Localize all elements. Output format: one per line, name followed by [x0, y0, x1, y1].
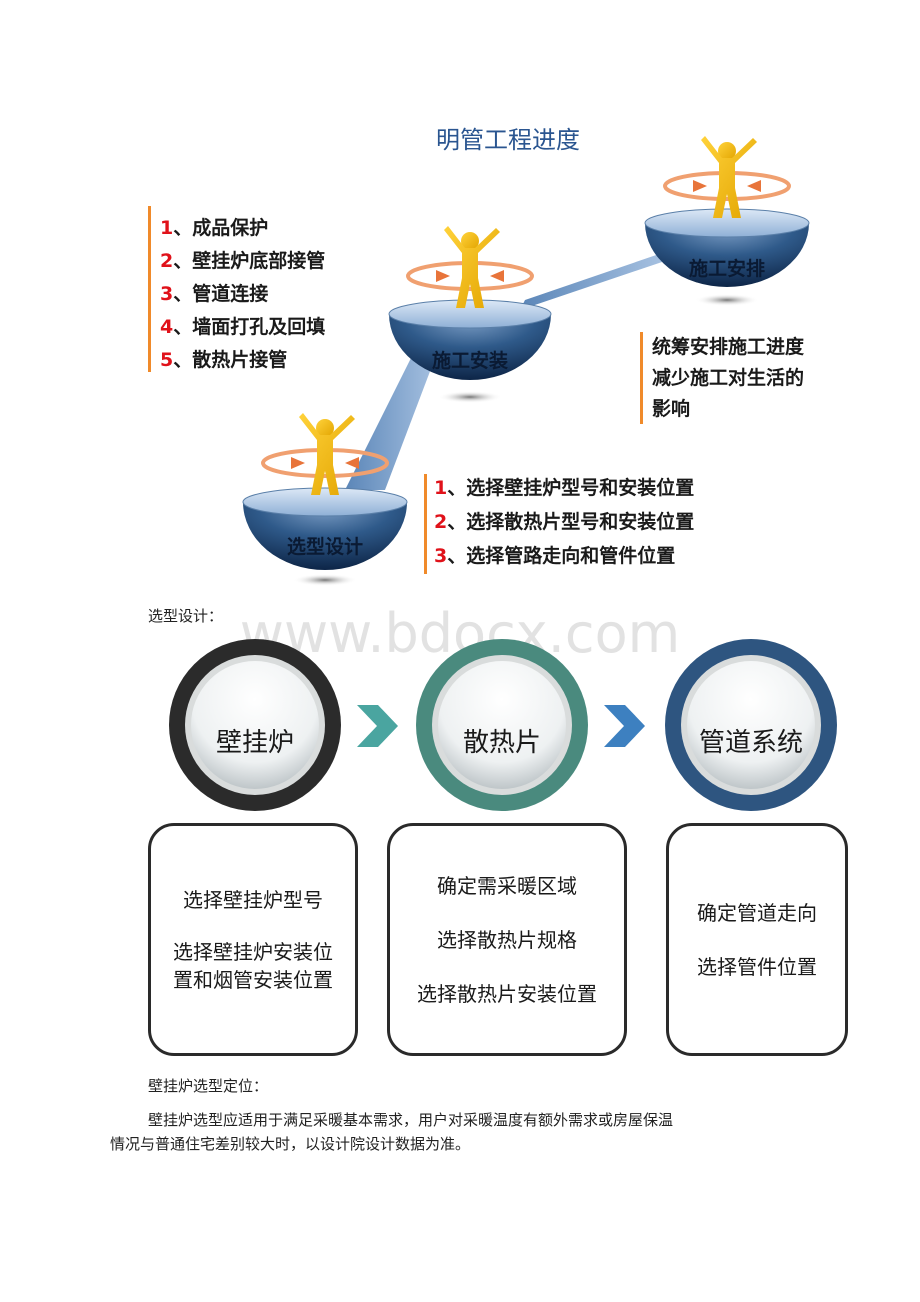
list-item: 5、散热片接管: [160, 349, 288, 371]
stage-label-design: 选型设计: [286, 536, 363, 558]
circle-label-radiator: 散热片: [462, 728, 541, 758]
selection-flow-graphic: [169, 639, 837, 811]
chevron-right-icon: [357, 705, 398, 747]
list-item: 3、选择管路走向和管件位置: [434, 545, 676, 567]
diagram-title: 明管工程进度: [436, 126, 580, 154]
list-item: 1、成品保护: [160, 217, 269, 239]
note-accent-bar: [640, 332, 643, 424]
list-item: 4、墙面打孔及回填: [160, 316, 326, 338]
person-rotate-icon: [663, 136, 791, 218]
stage-platform-design: [242, 487, 408, 586]
list-item: 3、管道连接: [160, 283, 269, 305]
circle-radiator: [416, 639, 588, 811]
list-accent-bar: [148, 206, 151, 372]
stage-platform-arrange: [644, 208, 810, 306]
detail-box-radiator: 确定需采暖区域 选择散热片规格 选择散热片安装位置: [387, 823, 627, 1056]
design-step-list: 1、选择壁挂炉型号和安装位置 2、选择散热片型号和安装位置 3、选择管路走向和管…: [434, 471, 694, 573]
circle-label-pipe-system: 管道系统: [698, 728, 803, 758]
stage-platform-install: [388, 299, 552, 403]
section-caption: 选型设计：: [148, 607, 224, 625]
beam-connector: [520, 252, 668, 310]
circle-label-boiler: 壁挂炉: [215, 728, 294, 758]
section-caption: 壁挂炉选型定位：: [148, 1077, 269, 1095]
circle-pipe-system: [665, 639, 837, 811]
detail-box-pipe-system: 确定管道走向 选择管件位置: [666, 823, 848, 1056]
stage-label-install: 施工安装: [431, 350, 508, 372]
arrange-note: 统筹安排施工进度 减少施工对生活的 影响: [652, 336, 805, 420]
list-item: 1、选择壁挂炉型号和安装位置: [434, 477, 695, 499]
person-rotate-icon: [406, 226, 534, 308]
detail-box-boiler: 选择壁挂炉型号 选择壁挂炉安装位 置和烟管安装位置: [148, 823, 358, 1056]
stage-label-arrange: 施工安排: [688, 258, 765, 280]
list-accent-bar: [424, 474, 427, 574]
chevron-right-icon: [604, 705, 645, 747]
progress-diagram-graphic: [242, 136, 810, 586]
circle-boiler: [169, 639, 341, 811]
body-paragraph: 壁挂炉选型应适用于满足采暖基本需求，用户对采暖温度有额外需求或房屋保温 情况与普…: [110, 1111, 674, 1153]
list-item: 2、壁挂炉底部接管: [160, 250, 326, 272]
install-step-list: 1、成品保护 2、壁挂炉底部接管 3、管道连接 4、墙面打孔及回填 5、散热片接…: [160, 212, 325, 377]
person-rotate-icon: [261, 413, 389, 495]
list-item: 2、选择散热片型号和安装位置: [434, 511, 695, 533]
